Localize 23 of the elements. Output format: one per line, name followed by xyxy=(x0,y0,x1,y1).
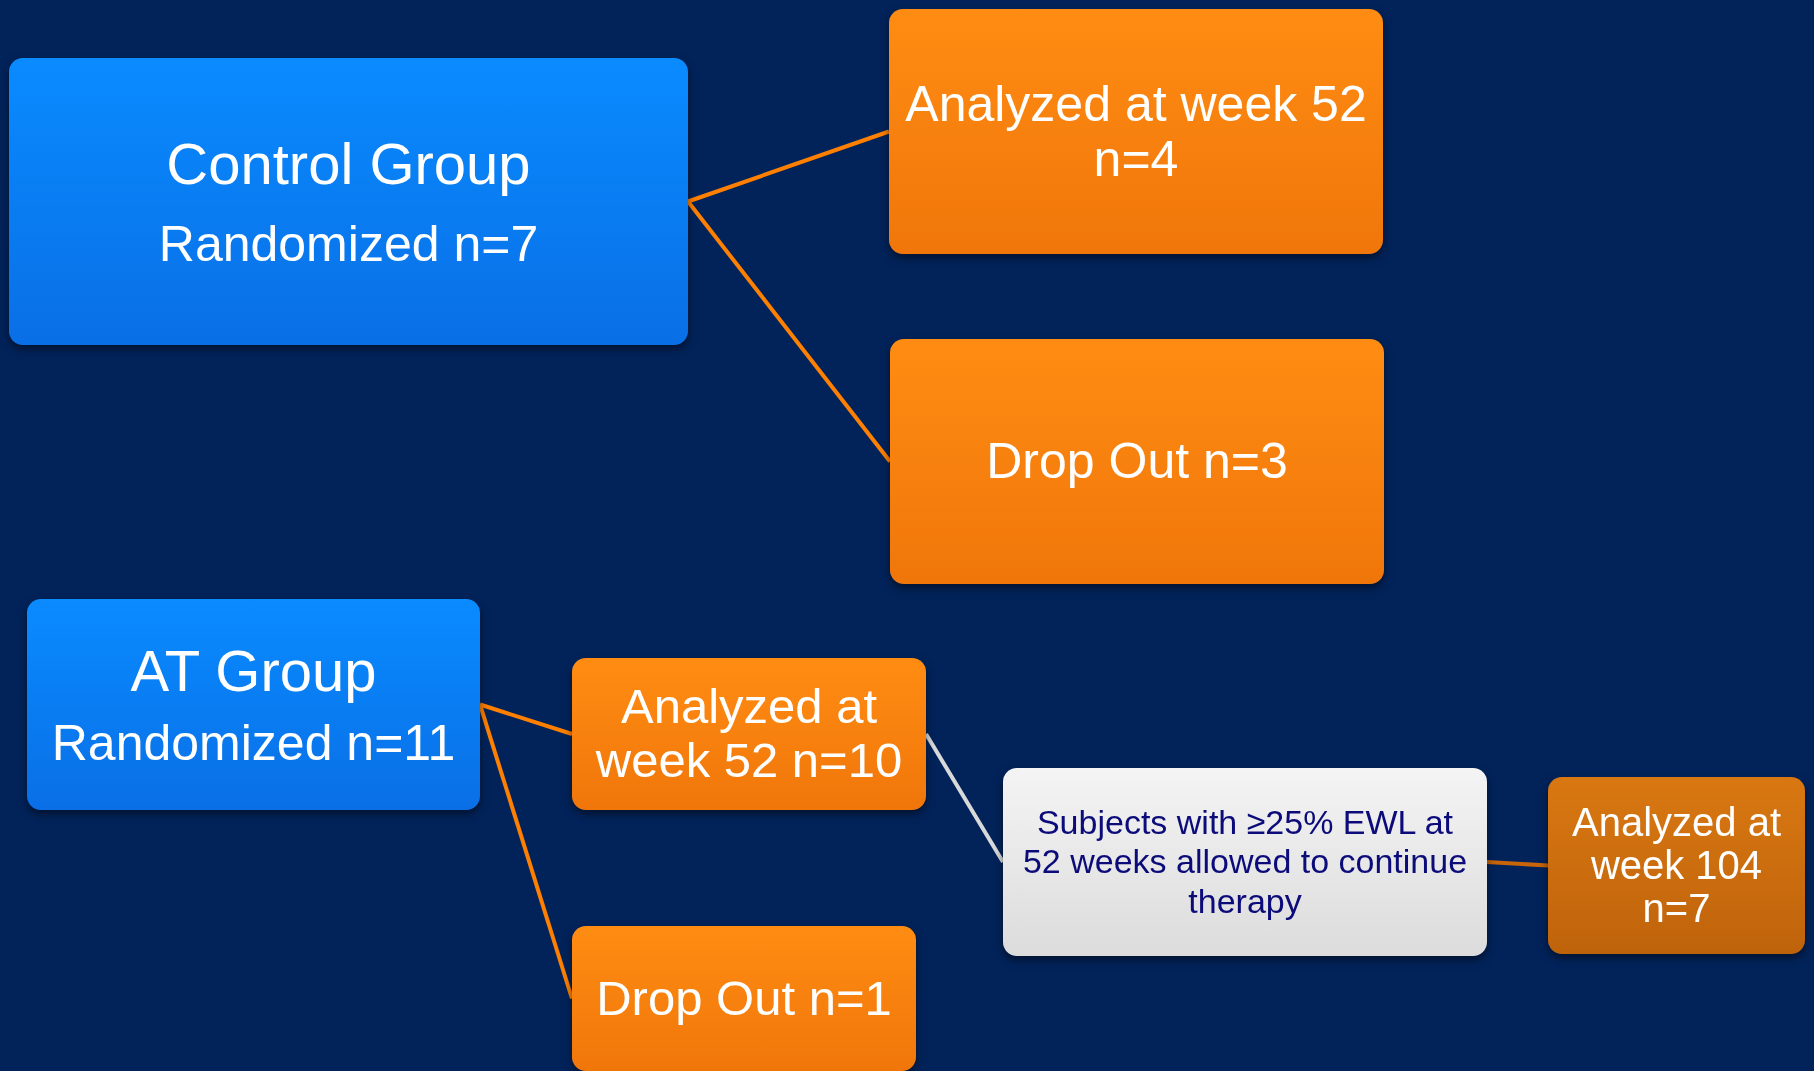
box-text: AT Group xyxy=(130,636,377,705)
outcome-box xyxy=(1548,777,1805,954)
outcome-box xyxy=(889,9,1383,254)
box-text: Analyzed at week 104 n=7 xyxy=(1571,800,1782,931)
group-box xyxy=(27,599,480,810)
group-box xyxy=(9,58,688,345)
box-text: Drop Out n=1 xyxy=(596,971,892,1026)
connector-line xyxy=(686,200,892,463)
outcome-box xyxy=(890,339,1384,584)
criteria-box xyxy=(1003,768,1487,956)
connector-line xyxy=(479,702,573,736)
box-text: Analyzed at week 52 n=4 xyxy=(904,76,1368,187)
connector-line xyxy=(687,129,890,204)
box-text: Drop Out n=3 xyxy=(986,434,1288,489)
box-text: Randomized n=11 xyxy=(51,714,456,774)
connector-line xyxy=(1486,860,1549,868)
box-text: Analyzed at week 52 n=10 xyxy=(594,680,904,788)
box-text: Control Group xyxy=(166,129,531,198)
box-text: Randomized n=7 xyxy=(158,215,539,275)
box-text: Subjects with ≥25% EWL at 52 weeks allowed to continue therapy xyxy=(1021,803,1469,921)
outcome-box xyxy=(572,926,916,1071)
connector-line xyxy=(924,732,1005,864)
outcome-box xyxy=(572,658,926,810)
